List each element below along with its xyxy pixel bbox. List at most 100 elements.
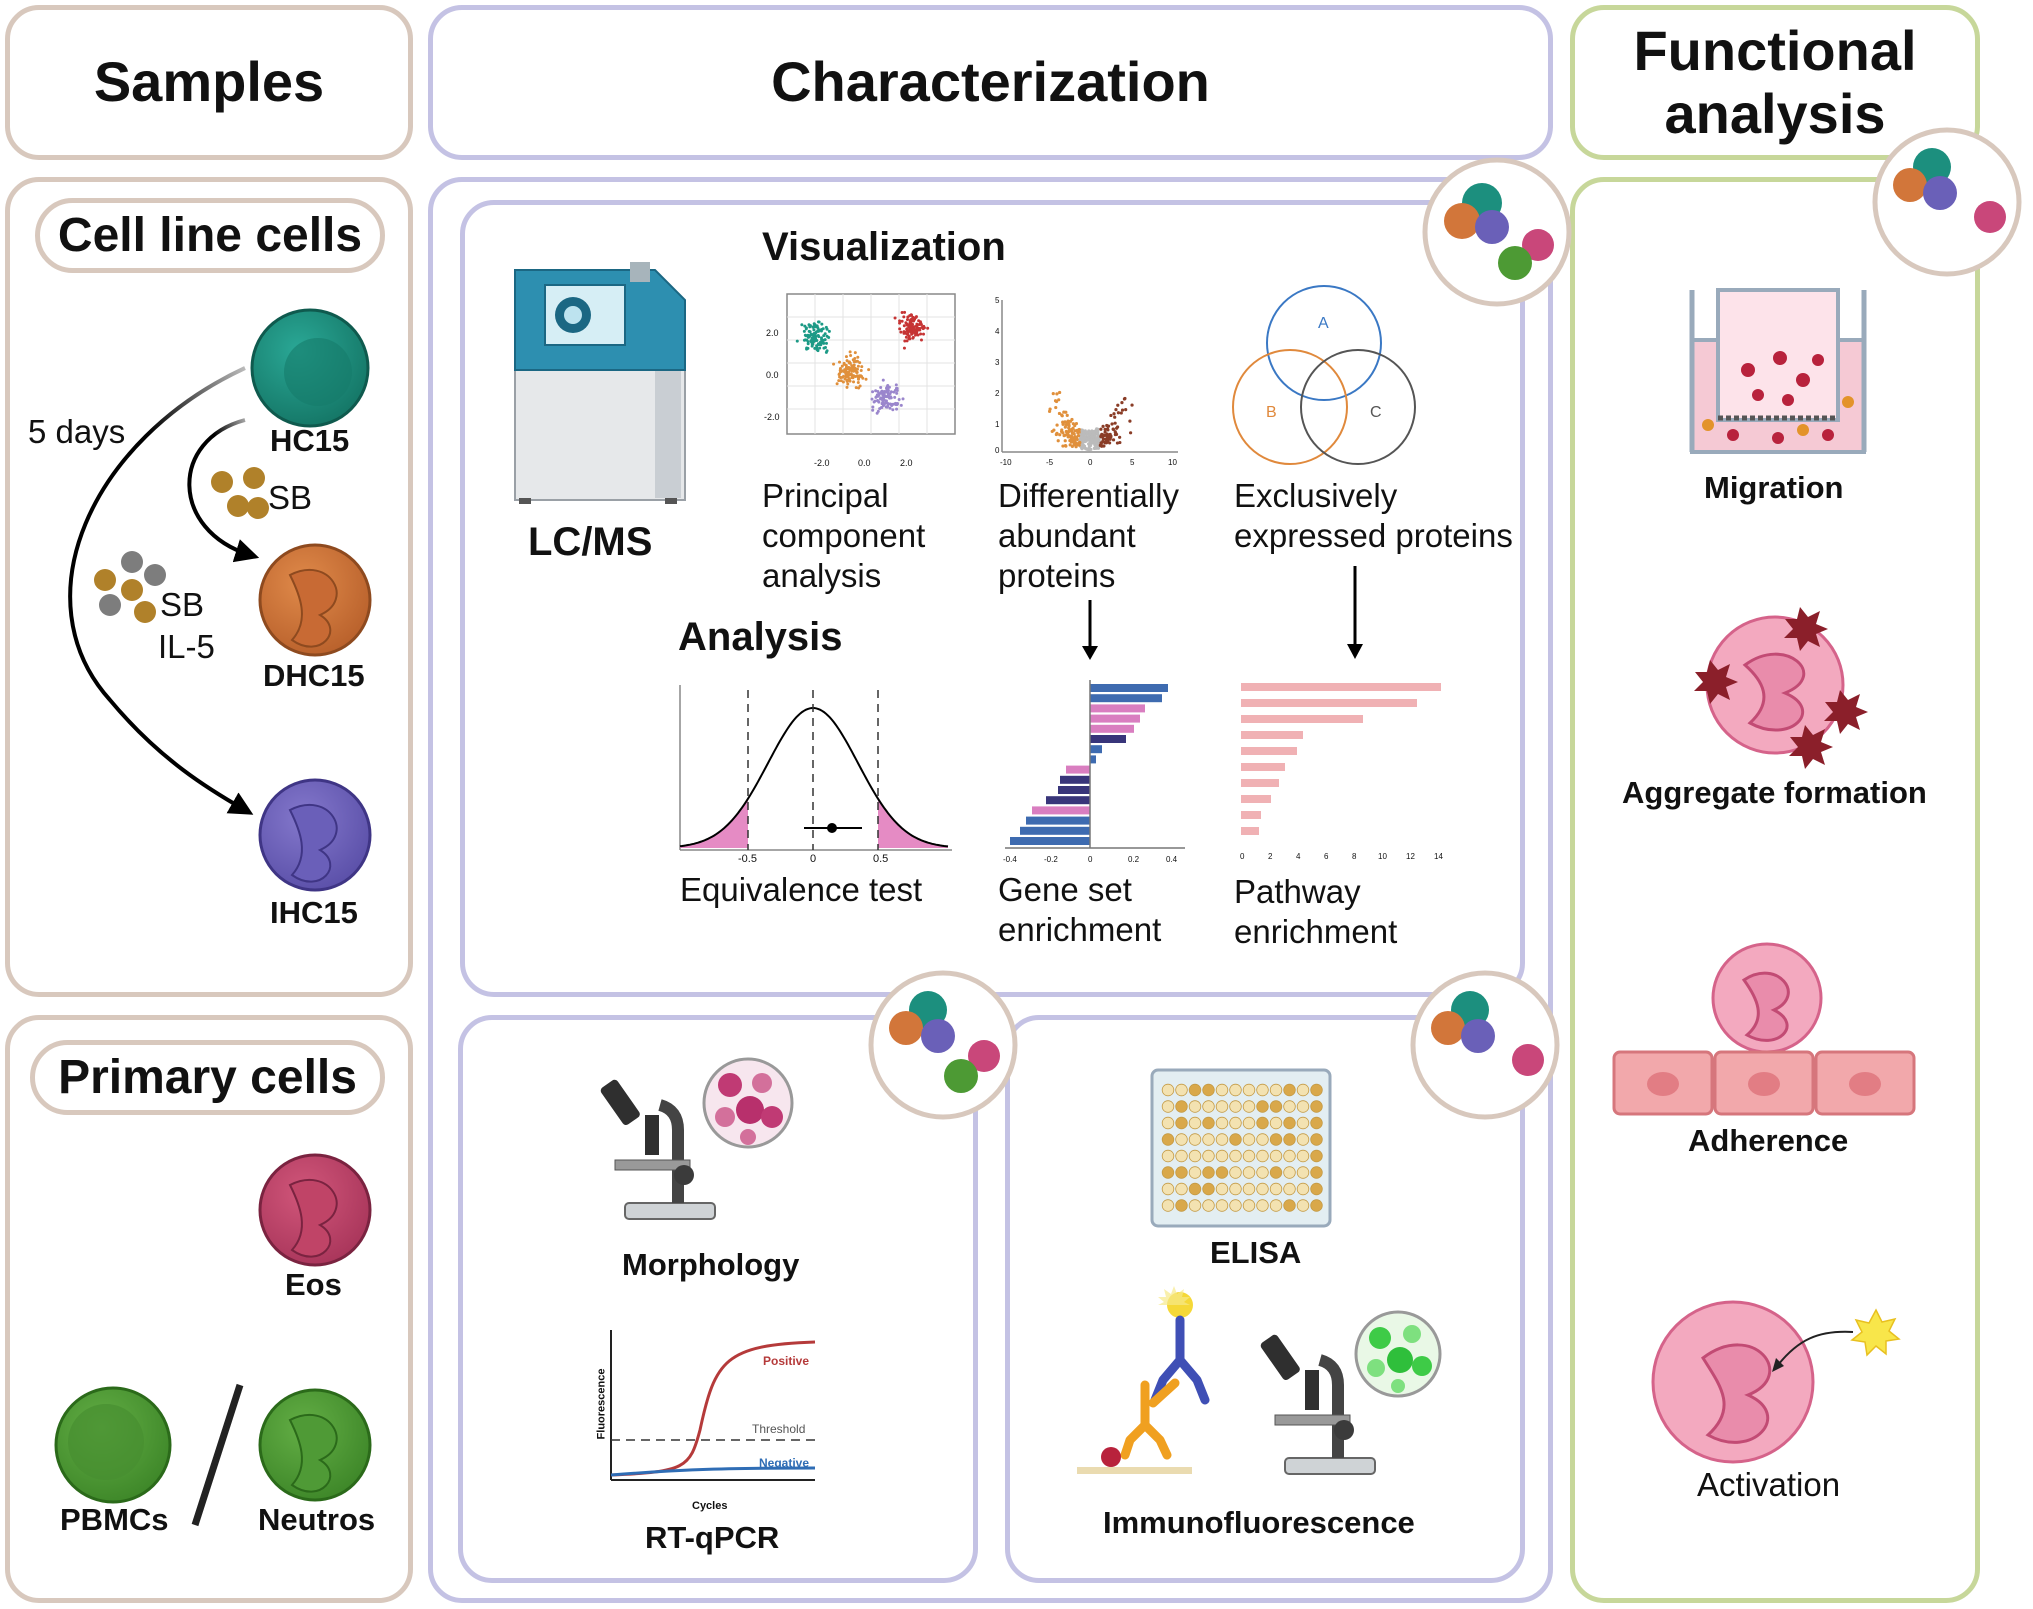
volcano-down-points [1047,390,1082,449]
pathway-bar [1241,715,1363,723]
gse-bar [1090,735,1126,743]
antibody-icon [1077,1286,1210,1474]
rtqpcr-label: RT-qPCR [645,1520,780,1555]
path-tick-8: 8 [1352,852,1357,861]
gse-bar [1090,755,1096,764]
elisa-well [1202,1166,1215,1179]
gse-tick-4: 0.2 [1128,855,1140,864]
magnified-cells-icon [702,1057,794,1149]
eos-cell [258,1153,372,1267]
elisa-well [1215,1083,1229,1097]
gse-bar [1090,714,1140,723]
eos-label: Eos [285,1267,342,1302]
path-tick-14: 14 [1434,852,1443,861]
volcano-ytick-3: 3 [995,358,1000,367]
pathway-bar [1241,731,1303,739]
elisa-well [1269,1182,1283,1196]
volcano-xtick-4: 5 [1130,458,1135,467]
pca-cluster-3 [893,310,930,350]
elisa-well [1242,1149,1256,1163]
dap-down-arrow [1082,600,1098,660]
gse-bar [1010,837,1090,845]
elisa-well [1175,1149,1188,1163]
cell-badge-morphology [868,970,1018,1120]
elisa-well [1242,1083,1256,1097]
elisa-well [1310,1133,1323,1146]
hc15-label: HC15 [270,423,350,458]
characterization-header: Characterization [428,5,1553,160]
elisa-well [1310,1149,1323,1163]
elisa-well [1296,1100,1310,1113]
pca-cluster-4 [870,378,905,415]
aggregate-icon [1694,607,1868,769]
qpcr-ylabel: Fluorescence [595,1368,608,1440]
elisa-well [1161,1199,1175,1212]
elisa-well [1256,1199,1269,1212]
elisa-well [1175,1100,1188,1113]
sb2-label: SB [160,586,205,623]
fluorescence-microscope-icon [1260,1334,1376,1475]
qpcr-positive-label: Positive [763,1354,810,1368]
elisa-well [1188,1100,1202,1113]
elisa-well [1161,1133,1175,1146]
elisa-well [1161,1182,1175,1196]
path-tick-12: 12 [1406,852,1415,861]
venn-a-label: A [1318,315,1329,332]
cell-line-title: Cell line cells [35,198,385,273]
elisa-well [1296,1133,1310,1146]
elisa-well [1310,1116,1323,1130]
elisa-well [1310,1182,1323,1196]
cell-badge-functional [1872,127,2022,277]
elisa-label: ELISA [1210,1235,1302,1270]
volcano-ytick-0: 0 [995,446,1000,455]
gse-bar [1090,684,1168,692]
elisa-well [1175,1166,1188,1179]
volcano-ytick-5: 5 [995,296,1000,305]
sb-il5-beads [94,551,166,623]
elisa-well [1256,1116,1269,1130]
lcms-instrument-icon [514,262,686,504]
elisa-well [1175,1182,1188,1196]
elisa-well [1283,1083,1296,1097]
venn-diagram [1232,285,1416,465]
five-days-label: 5 days [28,413,126,450]
pathway-bar [1241,811,1261,819]
pathway-bar [1241,827,1259,835]
ihc15-cell [258,778,372,892]
pca-plot [786,293,956,435]
samples-header-text: Samples [93,50,325,114]
gse-bar [1090,745,1102,754]
dap-label: Differentially abundant proteins [998,477,1179,594]
elisa-well [1310,1100,1323,1113]
elisa-well [1310,1083,1323,1097]
gse-bar [1046,796,1090,805]
cell-line-title-text: Cell line cells [57,209,363,262]
pathway-bar [1241,747,1297,755]
gse-bar [1026,816,1090,825]
elisa-well [1215,1182,1229,1196]
pathway-bar [1241,763,1285,771]
elisa-well [1296,1166,1310,1179]
gse-bar [1020,826,1090,835]
elisa-well [1188,1166,1202,1179]
gse-tick-3: 0 [1088,855,1093,864]
volcano-ytick-2: 2 [995,389,1000,398]
elisa-well [1202,1182,1215,1196]
dhc15-label: DHC15 [263,658,365,693]
elisa-well [1256,1182,1269,1196]
visualization-title: Visualization [762,225,1006,269]
elisa-well [1175,1133,1188,1146]
qpcr-xlabel: Cycles [692,1500,728,1512]
pathway-bar [1241,795,1271,803]
venn-b-label: B [1266,404,1277,421]
il5-label: IL-5 [158,628,215,665]
elisa-well [1296,1083,1310,1097]
cell-badge-top [1422,157,1572,307]
elisa-well [1269,1116,1283,1130]
gse-tick-1: -0.4 [1003,855,1017,864]
elisa-well [1283,1149,1296,1163]
sb-beads [211,467,269,519]
pca-xtick-1: -2.0 [814,458,830,468]
elisa-well [1188,1133,1202,1146]
pathway-bar [1241,779,1279,787]
